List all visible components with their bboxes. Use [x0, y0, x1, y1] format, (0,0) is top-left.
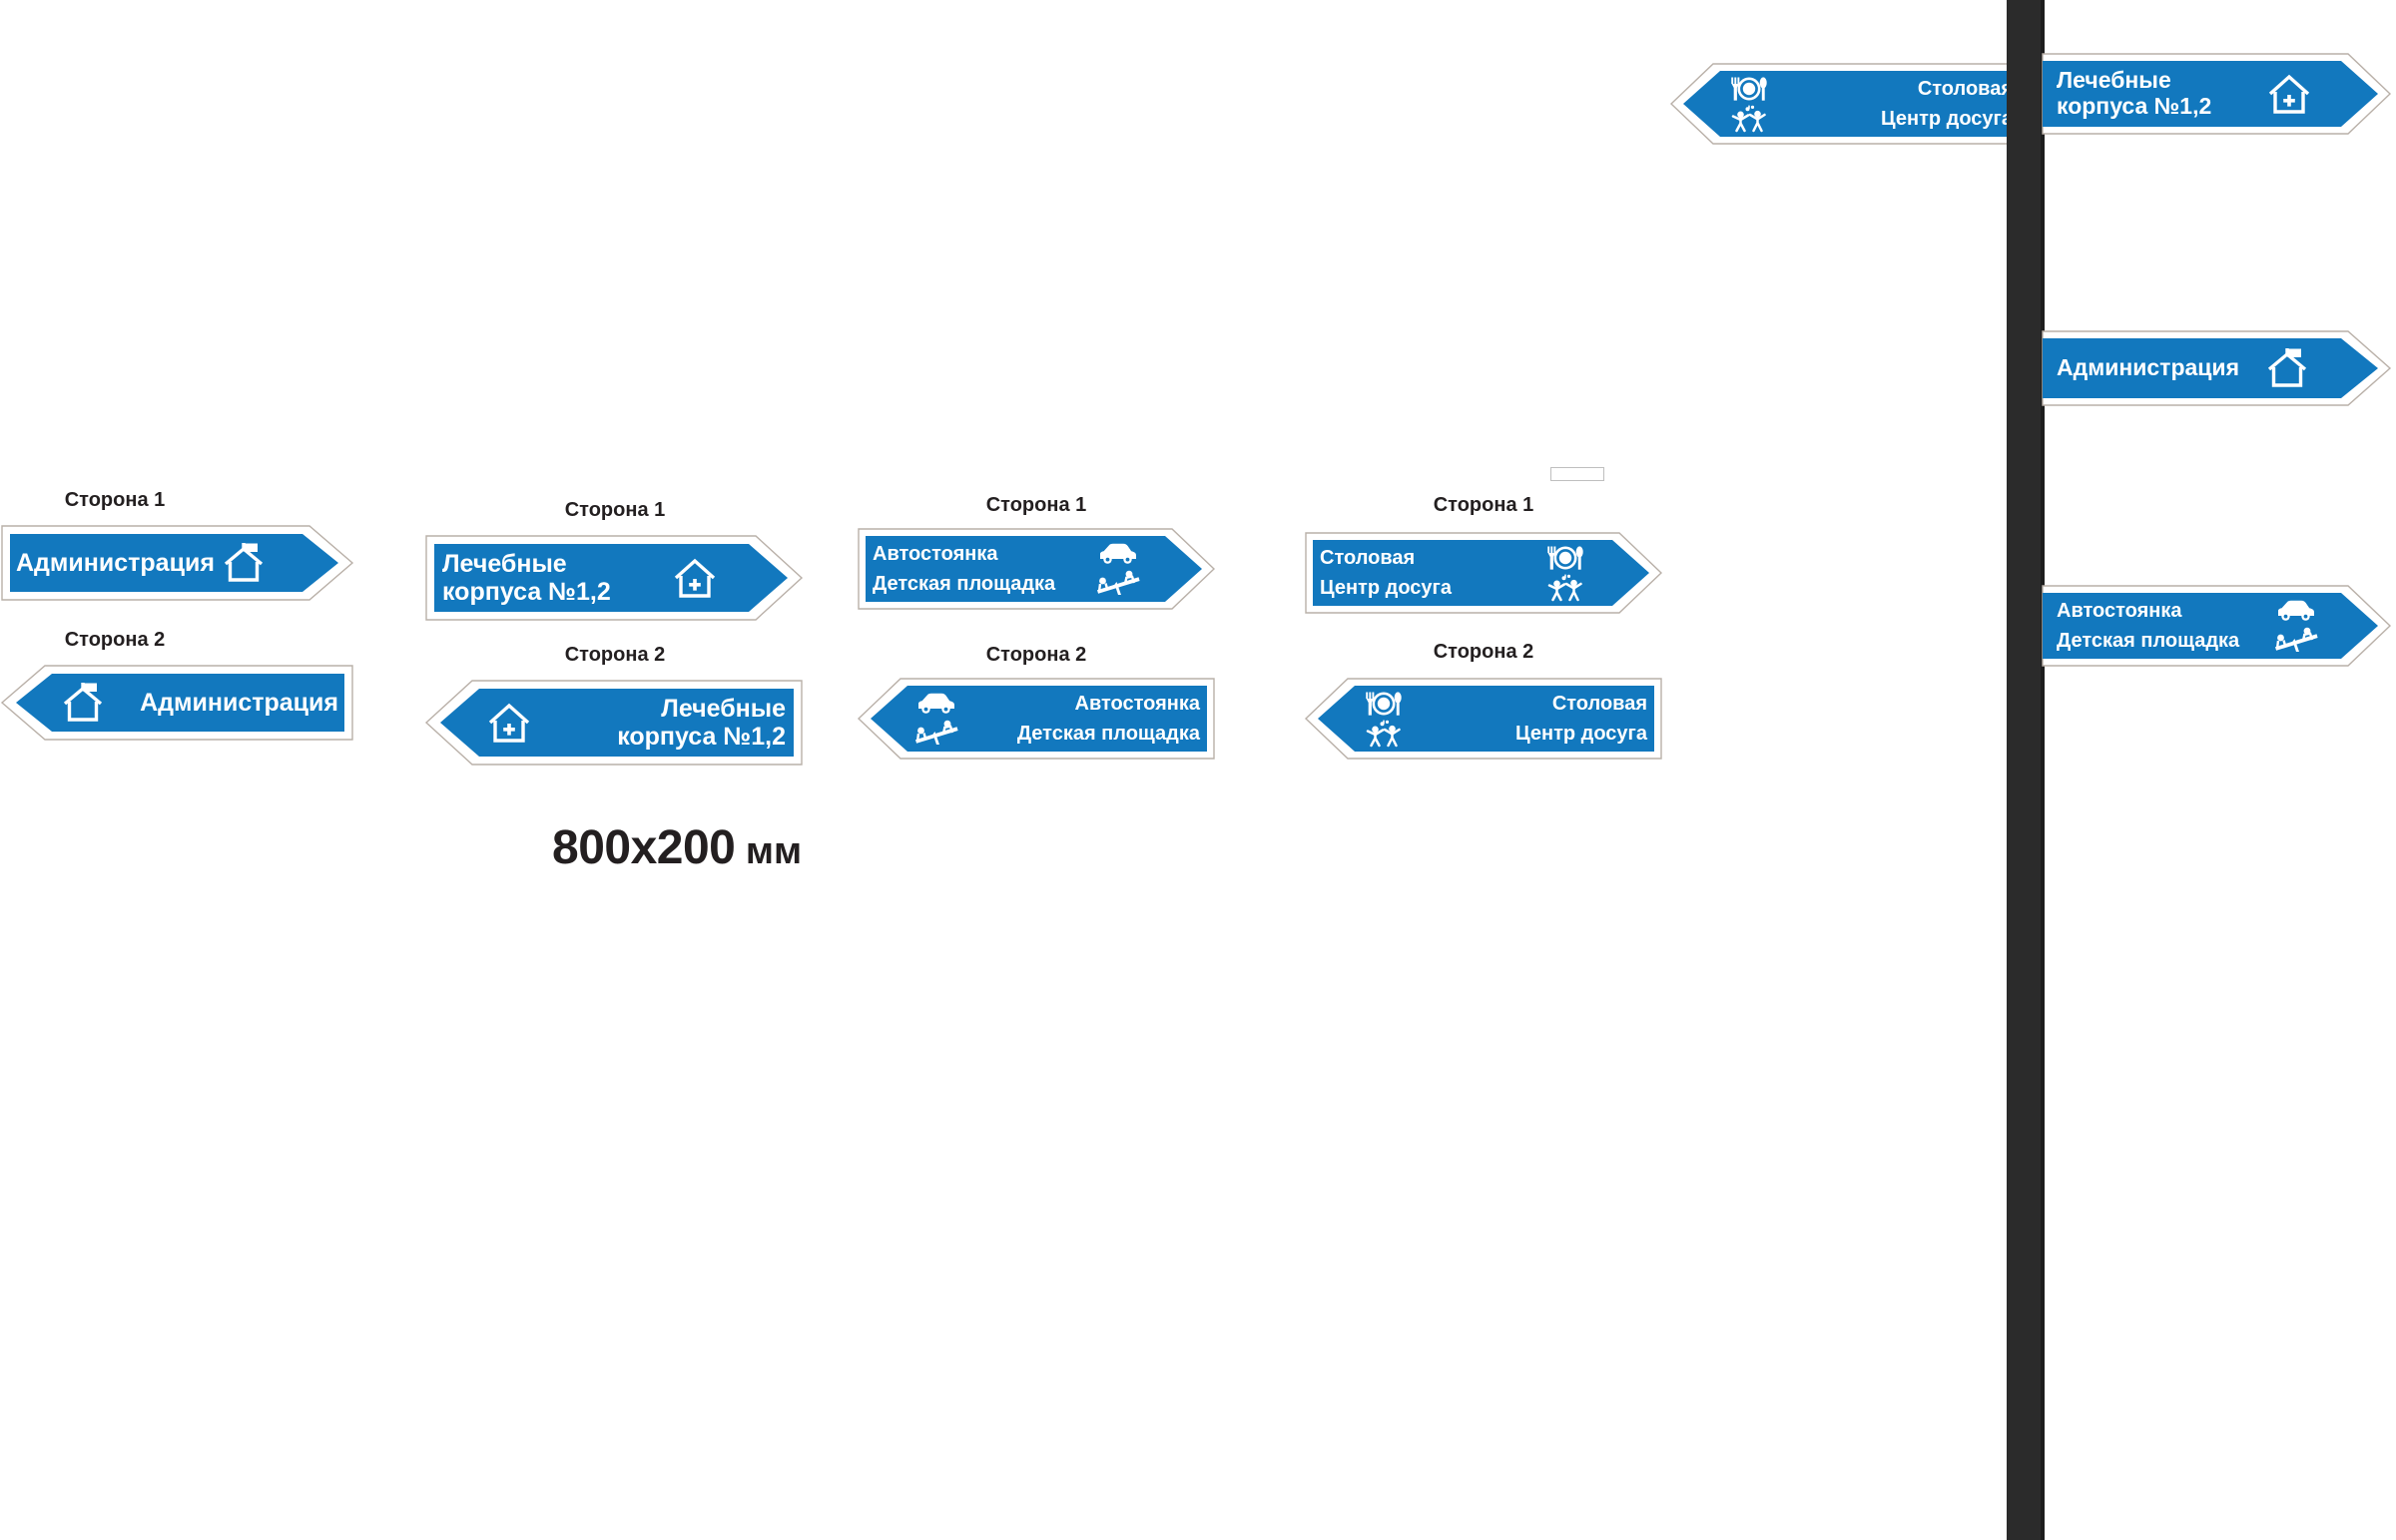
- sign-shape-right: [2042, 585, 2392, 667]
- caption-group4-side2: Сторона 2: [1433, 641, 1534, 663]
- sign-group2-side2[interactable]: Лечебные корпуса №1,2: [424, 679, 804, 767]
- sign-shape-right: [2042, 53, 2392, 135]
- pole-sign-medical-right[interactable]: Лечебные корпуса №1,2: [2042, 52, 2392, 136]
- caption-group3-side2: Сторона 2: [985, 644, 1087, 666]
- sign-group1-side2[interactable]: Администрация: [0, 664, 354, 742]
- empty-placeholder-box: [1550, 467, 1604, 481]
- sign-shape-right: [1305, 532, 1663, 614]
- sign-shape-left: [1669, 63, 2028, 145]
- caption-group1-side1: Сторона 1: [64, 489, 166, 511]
- sign-group3-side2[interactable]: Автостоянка Детская площадка: [857, 677, 1216, 761]
- sign-shape-right: [1, 525, 354, 601]
- dimension-units: мм: [735, 830, 803, 872]
- pole-sign-administration-right[interactable]: Администрация: [2042, 329, 2392, 407]
- sign-group1-side1[interactable]: Администрация: [0, 524, 354, 602]
- signpost-pole-edge: [2041, 0, 2045, 1540]
- caption-group1-side2: Сторона 2: [64, 629, 166, 651]
- sign-group4-side2[interactable]: Столовая Центр досуга: [1304, 677, 1663, 761]
- pole-sign-canteen-left[interactable]: Столовая Центр досуга: [1669, 62, 2029, 146]
- sign-group2-side1[interactable]: Лечебные корпуса №1,2: [424, 534, 804, 622]
- sign-shape-right: [425, 535, 804, 621]
- caption-group2-side1: Сторона 1: [564, 499, 666, 521]
- caption-group3-side1: Сторона 1: [985, 494, 1087, 516]
- sign-shape-left: [857, 678, 1215, 760]
- sign-shape-right: [858, 528, 1216, 610]
- sign-shape-left: [0, 665, 353, 741]
- sign-shape-right: [2042, 330, 2392, 406]
- sign-shape-left: [424, 680, 803, 766]
- signpost-pole: [2007, 0, 2045, 1540]
- sign-shape-left: [1304, 678, 1662, 760]
- sign-group3-side1[interactable]: Автостоянка Детская площадка: [857, 527, 1216, 611]
- sign-group4-side1[interactable]: Столовая Центр досуга: [1304, 531, 1663, 615]
- dimension-label: 800x200 мм: [552, 820, 802, 875]
- pole-sign-parking-right[interactable]: Автостоянка Детская площадка: [2042, 584, 2392, 668]
- caption-group4-side1: Сторона 1: [1433, 494, 1534, 516]
- caption-group2-side2: Сторона 2: [564, 644, 666, 666]
- dimension-size: 800x200: [552, 821, 736, 874]
